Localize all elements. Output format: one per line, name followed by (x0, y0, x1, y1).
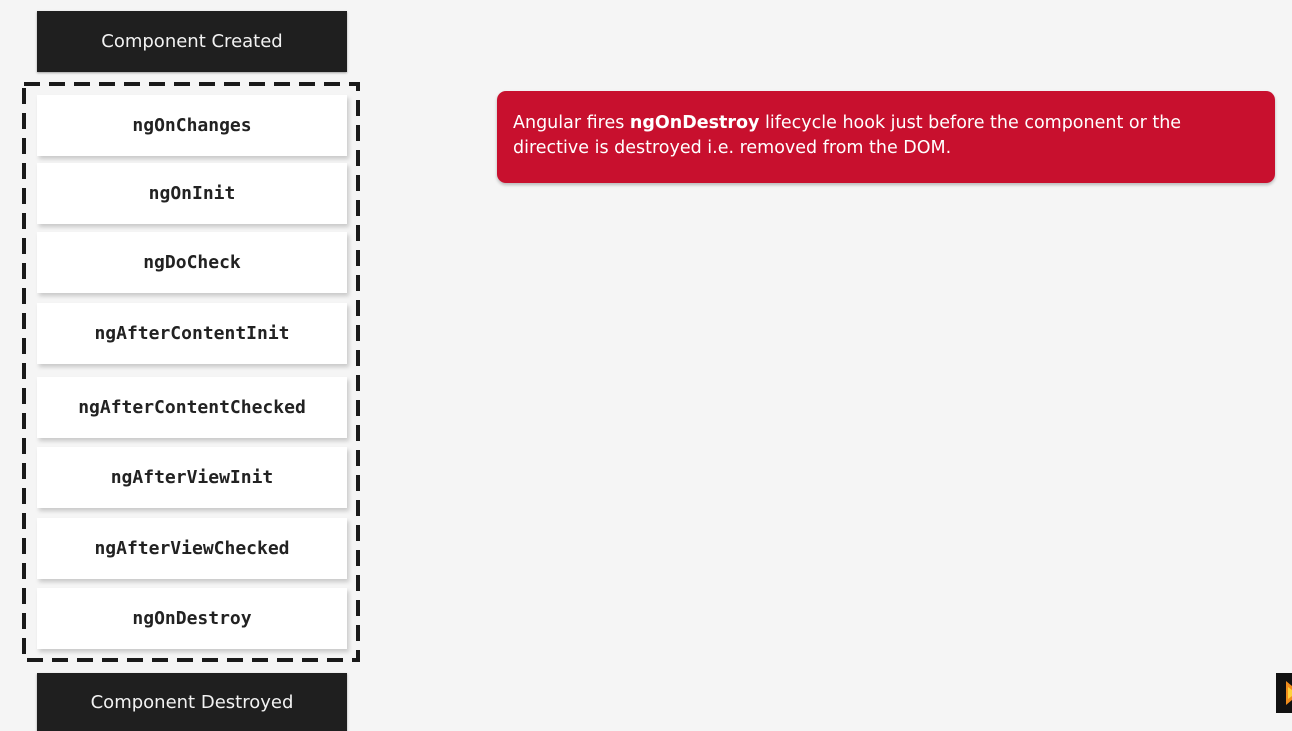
hook-label: ngAfterContentChecked (78, 397, 306, 418)
hook-ngaftercontentchecked: ngAfterContentChecked (37, 377, 347, 438)
hook-label: ngAfterContentInit (94, 323, 290, 344)
hook-label: ngAfterViewChecked (94, 538, 290, 559)
callout-suffix: lifecycle hook just before the component… (513, 113, 1182, 158)
hook-ngafterviewinit: ngAfterViewInit (37, 447, 347, 508)
hook-label: ngAfterViewInit (110, 467, 274, 488)
hook-ngoninit: ngOnInit (37, 163, 347, 224)
hook-label: ngDoCheck (143, 252, 241, 273)
hook-ngondestroy: ngOnDestroy (37, 588, 347, 649)
component-created-label: Component Created (101, 31, 283, 52)
component-destroyed-box: Component Destroyed (37, 673, 347, 731)
hook-label: ngOnDestroy (132, 608, 252, 629)
callout-prefix: Angular fires (513, 113, 630, 133)
hook-label: ngOnChanges (132, 115, 252, 136)
hook-label: ngOnInit (148, 183, 236, 204)
ngondestroy-callout: Angular fires ngOnDestroy lifecycle hook… (497, 91, 1275, 183)
hook-ngaftercontentinit: ngAfterContentInit (37, 303, 347, 364)
component-destroyed-label: Component Destroyed (90, 691, 294, 713)
player-logo-icon[interactable] (1276, 673, 1292, 713)
callout-hook-name: ngOnDestroy (629, 113, 760, 133)
hook-ngdocheck: ngDoCheck (37, 232, 347, 293)
component-created-box: Component Created (37, 11, 347, 72)
hook-ngafterviewchecked: ngAfterViewChecked (37, 518, 347, 579)
hook-ngonchanges: ngOnChanges (37, 95, 347, 156)
